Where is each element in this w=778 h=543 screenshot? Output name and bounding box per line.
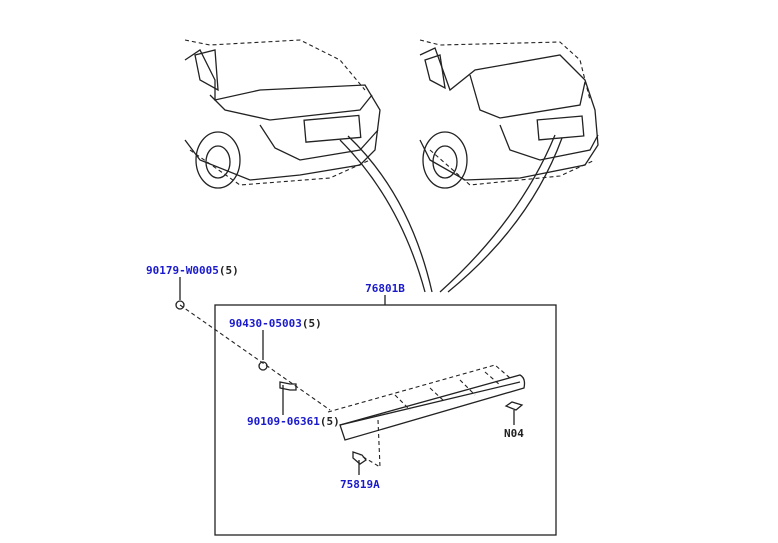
part-qty: (5): [302, 317, 322, 330]
washer-icon: [258, 361, 268, 371]
sedan-car-illustration: [184, 39, 381, 189]
svg-text:90430-05003(5): 90430-05003(5): [229, 317, 322, 330]
part-number[interactable]: 90179-W0005: [146, 264, 219, 277]
part-number[interactable]: 90109-06361: [247, 415, 320, 428]
arrow-sedan: [339, 135, 433, 293]
clip-icon: [352, 451, 367, 465]
svg-text:90109-06361(5): 90109-06361(5): [247, 415, 340, 428]
back-door-garnish: [339, 374, 526, 441]
nut-icon: [175, 300, 185, 310]
part-number[interactable]: N04: [504, 427, 524, 440]
bracket-icon: [504, 401, 524, 411]
assembly-part-number[interactable]: 76801B: [365, 282, 405, 295]
part-number[interactable]: 90430-05003: [229, 317, 302, 330]
part-qty: (5): [320, 415, 340, 428]
part-number[interactable]: 75819A: [340, 478, 380, 491]
arrow-hatchback: [439, 134, 563, 293]
part-qty: (5): [219, 264, 239, 277]
svg-text:90179-W0005(5): 90179-W0005(5): [146, 264, 239, 277]
screw-icon: [279, 381, 297, 391]
hatchback-car-illustration: [419, 39, 599, 189]
